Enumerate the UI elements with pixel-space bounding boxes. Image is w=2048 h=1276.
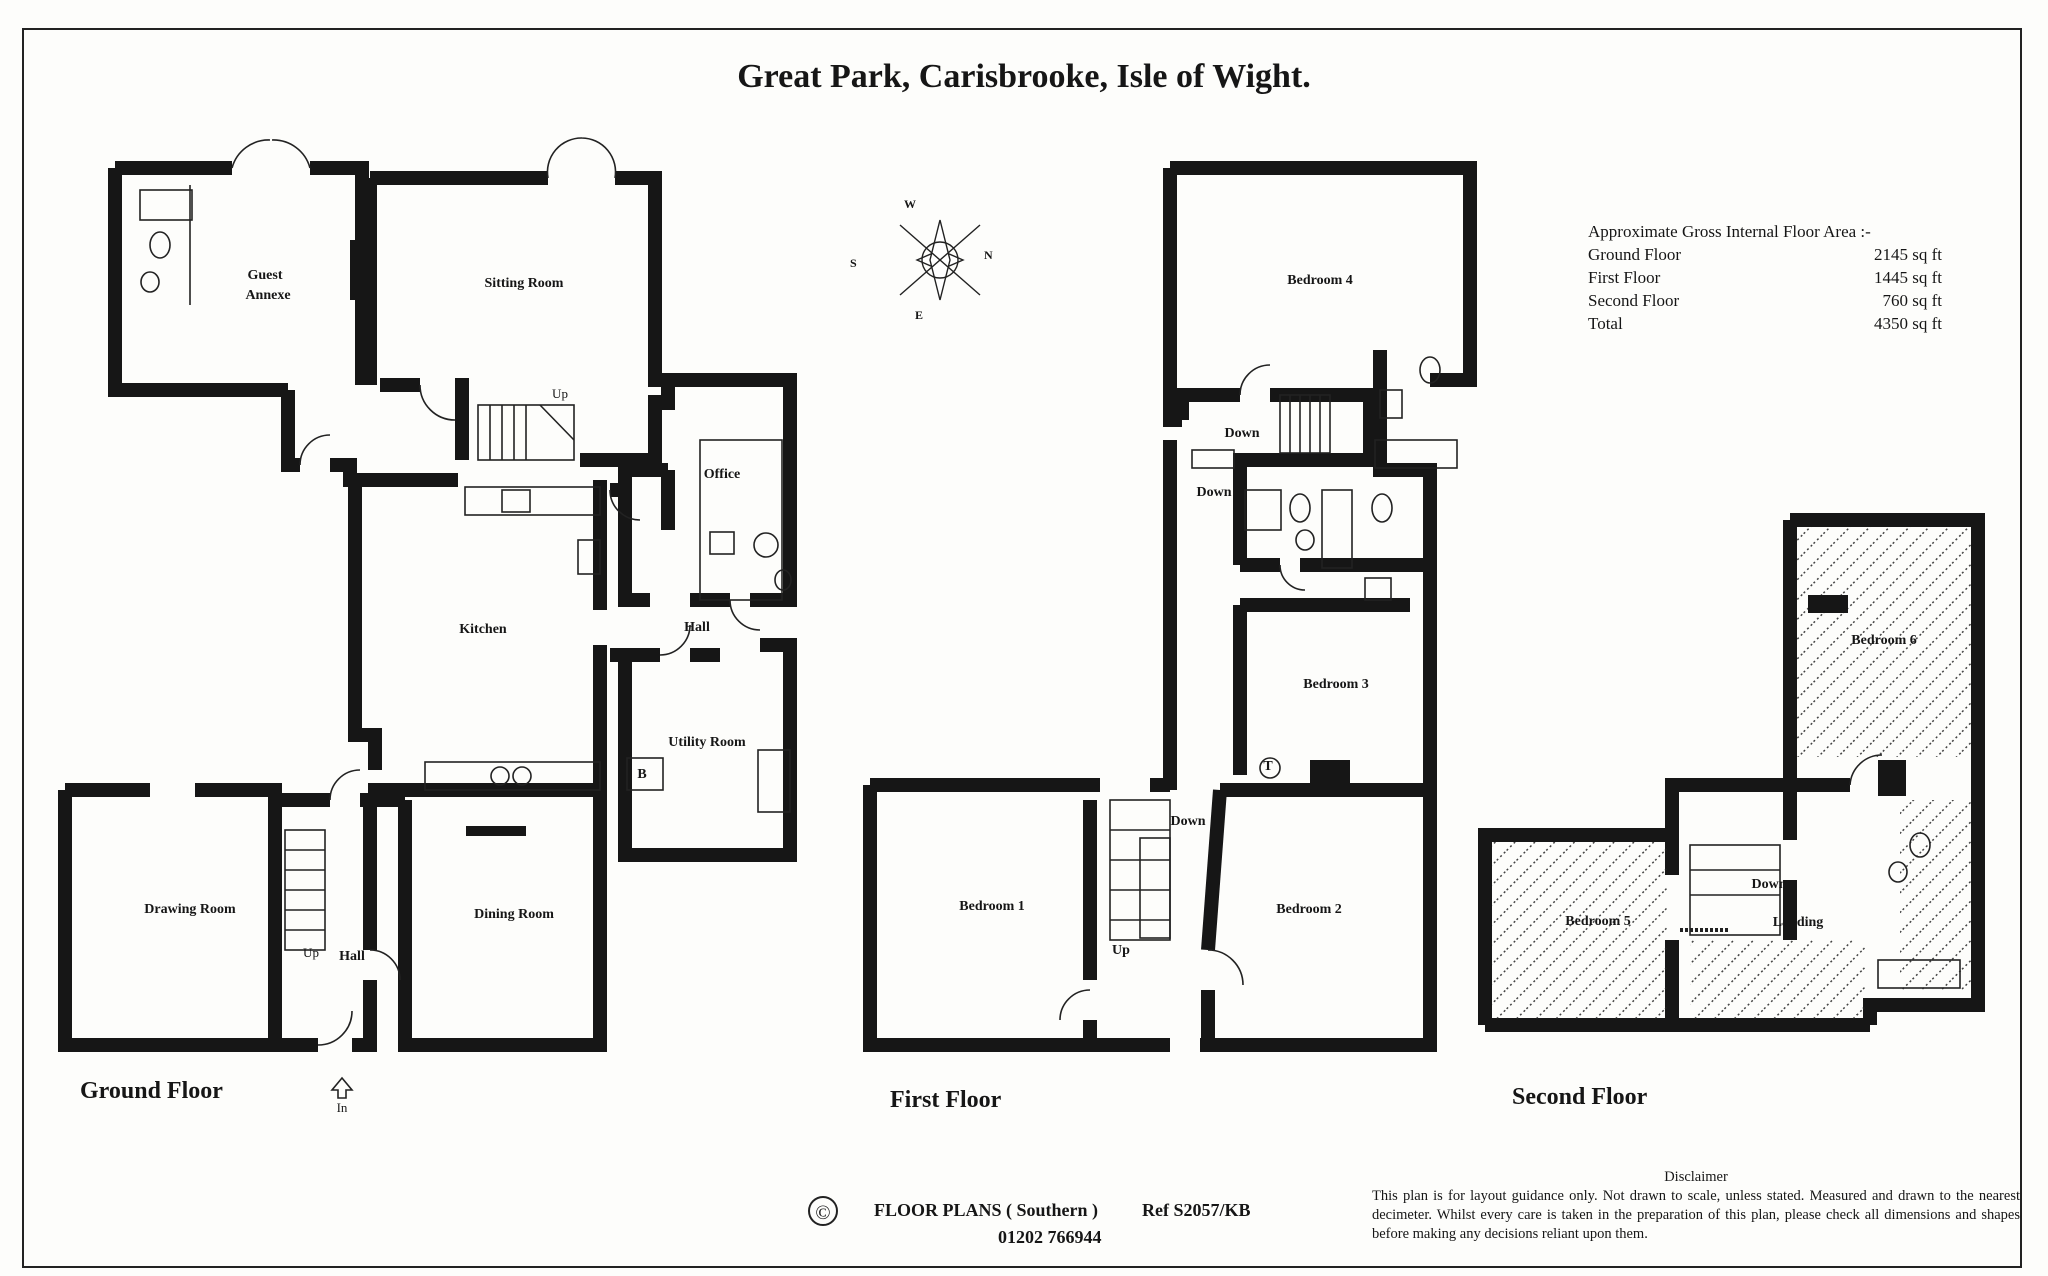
boiler-label: B	[637, 767, 647, 782]
compass-south: S	[850, 256, 857, 270]
second-floor-walls	[1478, 513, 1985, 1032]
stairs-down-front: Down	[1170, 814, 1206, 829]
stairs-down-upper: Down	[1224, 426, 1260, 441]
area-row-label: Ground Floor	[1588, 245, 1682, 264]
area-row: Second Floor 760 sq ft	[1588, 289, 1942, 312]
entrance-arrow-icon	[330, 1076, 354, 1099]
room-guest-annexe-line1: Guest	[247, 268, 283, 283]
compass-rose	[899, 219, 981, 301]
area-row-value: 1445 sq ft	[1874, 268, 1942, 287]
stairs-up-hall: Up	[303, 945, 319, 960]
room-bedroom-5: Bedroom 5	[1565, 914, 1631, 929]
page-title: Great Park, Carisbrooke, Isle of Wight.	[737, 58, 1311, 95]
page-border	[22, 28, 2022, 1268]
room-bedroom-1: Bedroom 1	[959, 899, 1025, 914]
room-bedroom-4: Bedroom 4	[1287, 273, 1353, 288]
area-table: Approximate Gross Internal Floor Area :-…	[1588, 220, 1942, 335]
copyright-icon: ©	[808, 1196, 838, 1226]
area-row-value: 760 sq ft	[1882, 291, 1943, 310]
area-row: Total 4350 sq ft	[1588, 312, 1942, 335]
entrance-label: In	[336, 1100, 348, 1115]
room-dining-room: Dining Room	[474, 907, 554, 922]
room-bedroom-6: Bedroom 6	[1851, 633, 1917, 648]
stairs-down-second: Down	[1751, 877, 1787, 892]
compass-west: W	[904, 197, 916, 211]
floor-label-ground: Ground Floor	[80, 1078, 223, 1104]
area-row: Ground Floor 2145 sq ft	[1588, 243, 1942, 266]
eaves-hatching	[1492, 527, 1972, 1020]
chimneys	[350, 240, 1906, 836]
room-kitchen: Kitchen	[459, 622, 507, 637]
footer-ref: Ref S2057/KB	[1142, 1200, 1251, 1220]
room-sitting-room: Sitting Room	[484, 276, 564, 291]
compass-north: N	[984, 248, 993, 262]
room-utility-room: Utility Room	[668, 735, 746, 750]
stairs-up-front: Up	[1112, 943, 1130, 958]
area-row-value: 4350 sq ft	[1874, 314, 1942, 333]
disclaimer: Disclaimer This plan is for layout guida…	[1372, 1168, 2020, 1244]
footer-phone: 01202 766944	[998, 1227, 1102, 1247]
compass-east: E	[915, 308, 924, 322]
area-row-label: Total	[1588, 314, 1623, 333]
tank-label: T	[1263, 759, 1273, 774]
stairs-down-lower: Down	[1196, 485, 1232, 500]
room-drawing-room: Drawing Room	[144, 902, 236, 917]
area-row: First Floor 1445 sq ft	[1588, 266, 1942, 289]
room-bedroom-3: Bedroom 3	[1303, 677, 1369, 692]
room-landing: Landing	[1772, 915, 1824, 930]
floor-label-first: First Floor	[890, 1087, 1002, 1113]
area-row-label: First Floor	[1588, 268, 1661, 287]
room-hall-rear: Hall	[684, 620, 710, 635]
fixtures	[139, 137, 1961, 1046]
disclaimer-text: This plan is for layout guidance only. N…	[1372, 1188, 2020, 1242]
room-hall-front: Hall	[339, 949, 365, 964]
disclaimer-title: Disclaimer	[1664, 1169, 1728, 1185]
area-row-label: Second Floor	[1588, 291, 1680, 310]
floor-label-second: Second Floor	[1512, 1084, 1648, 1110]
room-bedroom-2: Bedroom 2	[1276, 902, 1342, 917]
room-office: Office	[703, 467, 741, 482]
stairs-up-sitting: Up	[552, 386, 568, 401]
footer-company: FLOOR PLANS ( Southern )	[874, 1200, 1099, 1220]
area-heading: Approximate Gross Internal Floor Area :-	[1588, 222, 1871, 241]
area-row-value: 2145 sq ft	[1874, 245, 1942, 264]
first-floor-walls	[863, 161, 1477, 1052]
room-guest-annexe-line2: Annexe	[245, 288, 291, 303]
